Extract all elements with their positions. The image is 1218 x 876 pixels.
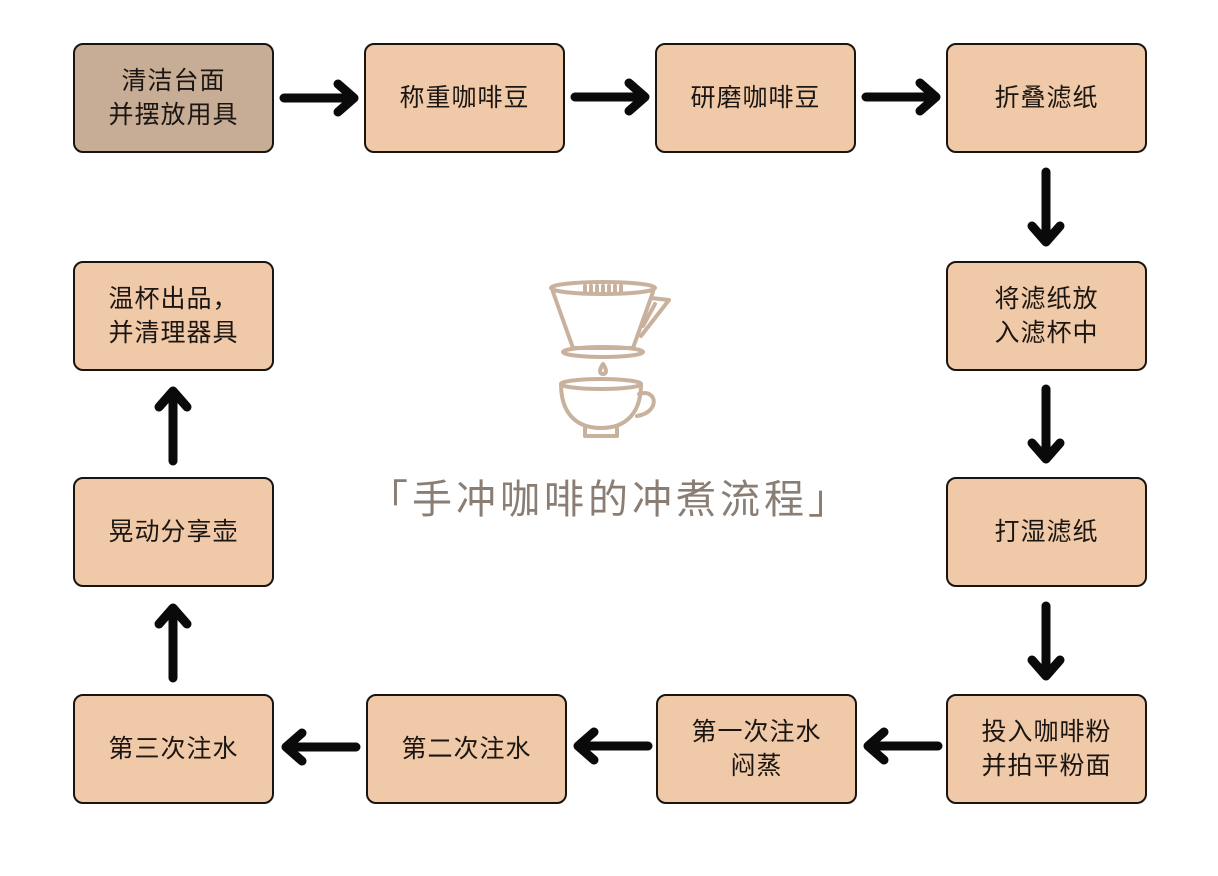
step-label: 第一次注水 闷蒸 (691, 717, 822, 780)
arrow-up-icon (154, 386, 192, 466)
step-label: 折叠滤纸 (994, 83, 1099, 112)
pour-over-dripper-icon (549, 280, 671, 438)
step-add-grounds: 投入咖啡粉 并拍平粉面 (946, 694, 1147, 804)
diagram-title: 「手冲咖啡的冲煮流程」 (368, 477, 852, 523)
step-weigh-beans: 称重咖啡豆 (364, 43, 565, 153)
step-label: 清洁台面 并摆放用具 (108, 66, 239, 129)
step-third-pour: 第三次注水 (73, 694, 274, 804)
step-clean-and-arrange: 清洁台面 并摆放用具 (73, 43, 274, 153)
step-label: 晃动分享壶 (108, 517, 239, 546)
step-label: 第二次注水 (401, 734, 532, 763)
arrow-down-icon (1027, 167, 1065, 247)
step-second-pour: 第二次注水 (366, 694, 567, 804)
step-wet-filter: 打湿滤纸 (946, 477, 1147, 587)
step-label: 第三次注水 (108, 734, 239, 763)
step-swirl-server: 晃动分享壶 (73, 477, 274, 587)
step-serve-and-clean: 温杯出品， 并清理器具 (73, 261, 274, 371)
step-label: 研磨咖啡豆 (690, 83, 821, 112)
arrow-right-icon (279, 79, 359, 117)
arrow-right-icon (570, 78, 650, 116)
arrow-down-icon (1027, 601, 1065, 681)
arrow-left-icon (863, 727, 943, 765)
arrow-left-icon (573, 727, 653, 765)
arrow-right-icon (861, 78, 941, 116)
step-label: 打湿滤纸 (994, 517, 1099, 546)
step-fold-filter: 折叠滤纸 (946, 43, 1147, 153)
step-label: 温杯出品， 并清理器具 (108, 284, 239, 347)
arrow-left-icon (281, 728, 361, 766)
step-label: 称重咖啡豆 (399, 83, 530, 112)
arrow-up-icon (154, 603, 192, 683)
step-label: 将滤纸放 入滤杯中 (994, 284, 1099, 347)
step-place-filter: 将滤纸放 入滤杯中 (946, 261, 1147, 371)
arrow-down-icon (1027, 384, 1065, 464)
step-grind-beans: 研磨咖啡豆 (655, 43, 856, 153)
step-first-pour-bloom: 第一次注水 闷蒸 (656, 694, 857, 804)
step-label: 投入咖啡粉 并拍平粉面 (981, 717, 1112, 780)
